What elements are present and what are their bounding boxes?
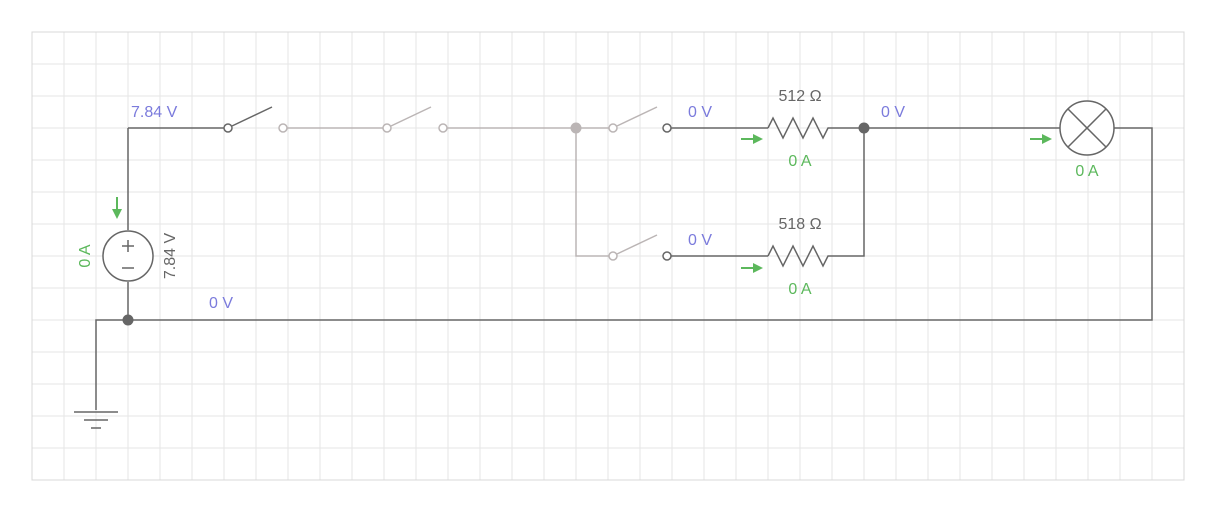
ground-icon — [74, 411, 118, 429]
lamp-icon — [1059, 100, 1115, 156]
junction-dot — [122, 314, 134, 326]
wire-inactive-branch[interactable] — [575, 128, 613, 257]
arrow-right-icon — [741, 263, 763, 273]
switch-4[interactable] — [608, 234, 672, 261]
switch-3[interactable] — [608, 106, 672, 133]
resistor-1[interactable] — [767, 116, 832, 140]
resistor1-voltage-label: 0 V — [688, 104, 712, 121]
switch-1[interactable] — [223, 106, 288, 133]
switch-icon — [223, 106, 288, 133]
source-rating-label: 7.84 V — [162, 233, 179, 280]
source-current-label: 0 A — [77, 244, 94, 267]
arrow-down-icon — [112, 197, 122, 219]
wires — [95, 127, 1153, 410]
voltage-source[interactable] — [102, 230, 154, 282]
resistor2-value-label: 518 Ω — [778, 216, 821, 233]
current-arrows — [112, 134, 1052, 273]
switch-icon — [608, 106, 672, 133]
grid-border — [31, 31, 1185, 481]
junction-dot — [570, 122, 582, 134]
resistor-2[interactable] — [767, 244, 832, 268]
resistor2-voltage-label: 0 V — [688, 232, 712, 249]
junction-dot — [858, 122, 870, 134]
resistor-icon — [767, 116, 832, 140]
arrow-right-icon — [1030, 134, 1052, 144]
switch-icon — [608, 234, 672, 261]
resistor1-current-label: 0 A — [788, 153, 811, 170]
wire-lamp-return[interactable] — [95, 127, 1153, 410]
source-voltage-label: 7.84 V — [131, 104, 178, 121]
wire-switch4-to-resistor2[interactable] — [667, 128, 865, 257]
voltage-source-icon — [102, 230, 154, 282]
lamp-current-label: 0 A — [1075, 163, 1098, 180]
junction-voltage-label: 0 V — [881, 104, 905, 121]
switch-icon — [382, 106, 448, 133]
ground[interactable] — [74, 411, 118, 429]
lamp[interactable] — [1059, 100, 1115, 156]
ground-node-voltage-label: 0 V — [209, 295, 233, 312]
arrow-right-icon — [741, 134, 763, 144]
wire-source-to-switch1[interactable] — [127, 127, 228, 230]
switch-2[interactable] — [382, 106, 448, 133]
resistor1-value-label: 512 Ω — [778, 88, 821, 105]
resistor-icon — [767, 244, 832, 268]
resistor2-current-label: 0 A — [788, 281, 811, 298]
